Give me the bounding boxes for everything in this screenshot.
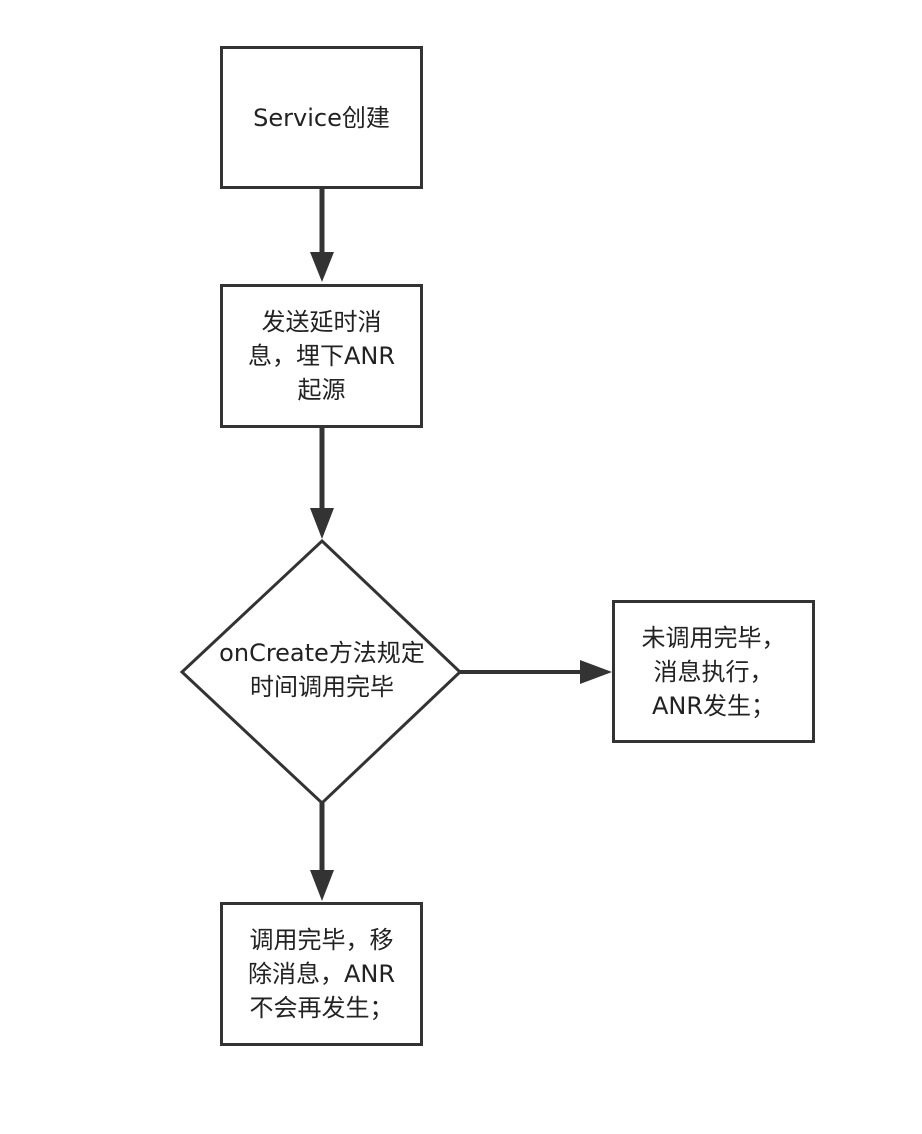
decision-label-line1: onCreate方法规定 [219, 639, 425, 667]
node-anr-occurs-line3: ANR发生； [651, 691, 776, 720]
node-remove-message-line3: 不会再发生； [249, 994, 394, 1022]
node-service-create: Service创建 [220, 46, 423, 189]
decision-label: onCreate方法规定 时间调用完毕 [182, 636, 462, 704]
decision-label-line2: 时间调用完毕 [250, 673, 394, 701]
node-remove-message-line2: 除消息，ANR [247, 960, 396, 988]
node-service-create-label: Service创建 [253, 103, 390, 132]
arrowhead-schedule-to-decision [310, 508, 334, 539]
node-remove-message-line1: 调用完毕，移 [249, 926, 394, 954]
node-send-delayed-message-line3: 起源 [297, 376, 346, 404]
node-remove-message: 调用完毕，移 除消息，ANR 不会再发生； [220, 902, 423, 1046]
node-anr-occurs: 未调用完毕， 消息执行， ANR发生； [612, 600, 815, 743]
node-send-delayed-message: 发送延时消 息，埋下ANR 起源 [220, 284, 423, 428]
node-anr-occurs-line1: 未调用完毕， [641, 623, 786, 652]
arrowhead-decision-to-timeout [580, 660, 612, 684]
arrowhead-start-to-schedule [310, 252, 334, 282]
arrowhead-decision-to-completed [310, 870, 334, 901]
node-send-delayed-message-line1: 发送延时消 [261, 308, 382, 336]
node-anr-occurs-line2: 消息执行， [653, 657, 774, 686]
node-send-delayed-message-line2: 息，埋下ANR [247, 342, 396, 370]
